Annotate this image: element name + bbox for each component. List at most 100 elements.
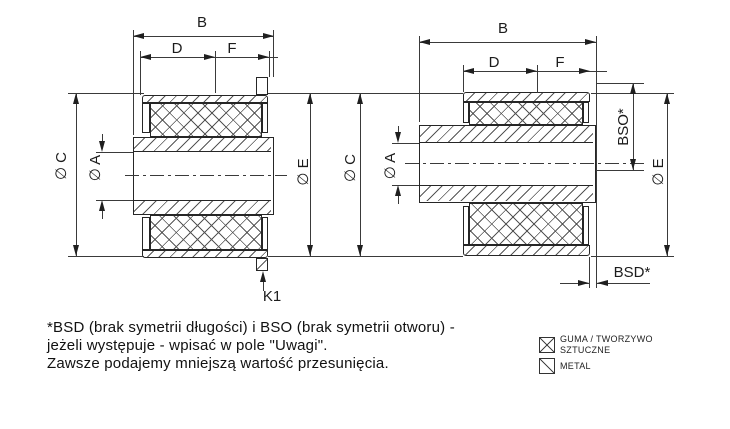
right-outer-sleeve-end-right-bottom bbox=[583, 206, 589, 245]
extension-line bbox=[96, 152, 133, 153]
arrowhead bbox=[307, 93, 313, 104]
extension-line bbox=[68, 256, 144, 257]
right-outer-sleeve-end-right-top bbox=[583, 102, 589, 123]
dim-label-b: B bbox=[497, 20, 508, 37]
extension-line bbox=[597, 83, 644, 84]
dim-line-dia-c bbox=[76, 93, 77, 256]
extension-line bbox=[589, 257, 590, 288]
extension-line bbox=[269, 51, 270, 77]
extension-line bbox=[140, 51, 141, 95]
arrowhead bbox=[133, 33, 144, 39]
dim-label-bsd: BSD* bbox=[613, 264, 651, 281]
extension-line bbox=[353, 256, 463, 257]
extension-line bbox=[215, 51, 216, 93]
extension-line bbox=[133, 30, 134, 135]
right-inner-sleeve-bottom-wall bbox=[420, 185, 593, 201]
dim-line-dia-a bbox=[102, 210, 103, 219]
arrowhead bbox=[419, 39, 430, 45]
arrowhead bbox=[463, 68, 474, 74]
arrowhead bbox=[140, 54, 151, 60]
dim-label-dia-e: ∅ E bbox=[650, 158, 667, 186]
dim-line-dia-a bbox=[398, 196, 399, 204]
left-rubber-bottom-section bbox=[150, 215, 262, 250]
arrowhead bbox=[99, 200, 105, 211]
left-outer-sleeve-top-section bbox=[142, 95, 268, 103]
dim-label-dia-a: ∅ A bbox=[382, 152, 399, 180]
left-bottom-tab-k1 bbox=[256, 258, 268, 271]
arrowhead bbox=[579, 68, 590, 74]
rubber-hatch-swatch bbox=[539, 337, 555, 353]
leader-line bbox=[263, 282, 264, 291]
left-inner-sleeve-bottom-wall bbox=[134, 200, 271, 214]
dim-line-dia-a bbox=[398, 126, 399, 133]
dim-label-dia-a: ∅ A bbox=[87, 154, 104, 182]
arrowhead bbox=[204, 54, 215, 60]
arrowhead bbox=[99, 141, 105, 152]
extension-line bbox=[392, 185, 419, 186]
extension-line bbox=[392, 143, 419, 144]
left-outer-sleeve-end-left-bottom bbox=[142, 217, 150, 250]
left-rubber-top-section bbox=[150, 103, 262, 137]
arrowhead bbox=[630, 83, 636, 94]
extension-line bbox=[273, 30, 274, 77]
dim-line-dia-a bbox=[102, 134, 103, 143]
extension-line bbox=[96, 200, 133, 201]
arrowhead bbox=[258, 54, 269, 60]
dim-label-dia-e: ∅ E bbox=[295, 158, 312, 186]
extension-line bbox=[591, 256, 674, 257]
left-inner-sleeve-top-wall bbox=[134, 138, 271, 152]
extension-line bbox=[419, 36, 420, 122]
dim-label-dia-c: ∅ C bbox=[342, 153, 359, 183]
dim-label-bso: BSO* bbox=[614, 108, 632, 146]
extension-line bbox=[597, 170, 644, 171]
dim-line-dia-e bbox=[667, 93, 668, 256]
right-inner-sleeve-top-wall bbox=[420, 126, 593, 143]
arrowhead bbox=[664, 93, 670, 104]
arrowhead bbox=[263, 33, 274, 39]
arrowhead bbox=[395, 132, 401, 143]
arrowhead bbox=[395, 185, 401, 196]
arrowhead bbox=[73, 93, 79, 104]
right-rubber-bottom-section bbox=[469, 203, 583, 245]
right-outer-sleeve-end-left-top bbox=[463, 102, 469, 123]
footnote-line-2: jeżeli występuje - wpisać w pole "Uwagi"… bbox=[47, 337, 328, 354]
right-center-line bbox=[405, 163, 645, 164]
arrowhead bbox=[260, 271, 266, 282]
left-outer-sleeve-end-left-top bbox=[142, 103, 150, 133]
arrowhead bbox=[664, 245, 670, 256]
tab-label-k1: K1 bbox=[262, 288, 282, 305]
dim-label-d: D bbox=[488, 54, 500, 71]
arrowhead bbox=[307, 245, 313, 256]
extension-line bbox=[463, 65, 464, 92]
left-outer-sleeve-end-right-top bbox=[262, 103, 268, 133]
arrowhead bbox=[357, 93, 363, 104]
metal-hatch-swatch bbox=[539, 358, 555, 374]
arrowhead bbox=[578, 280, 589, 286]
arrowhead bbox=[630, 159, 636, 170]
dim-line-dia-c bbox=[360, 93, 361, 256]
extension-line bbox=[596, 36, 597, 288]
arrowhead bbox=[357, 245, 363, 256]
footnote-text: *BSD (brak symetrii długości) i BSO (bra… bbox=[47, 319, 455, 373]
arrowhead bbox=[526, 68, 537, 74]
footnote-line-3: Zawsze podajemy mniejszą wartość przesun… bbox=[47, 355, 389, 372]
dim-line-b bbox=[133, 36, 274, 37]
right-outer-sleeve-top-section bbox=[463, 92, 590, 102]
left-outer-sleeve-end-right-bottom bbox=[262, 217, 268, 250]
dim-line-dia-e bbox=[310, 93, 311, 256]
dim-line-b bbox=[419, 42, 596, 43]
dim-label-f: F bbox=[227, 40, 237, 57]
dim-label-dia-c: ∅ C bbox=[53, 151, 70, 181]
dim-line-bso bbox=[633, 83, 634, 170]
legend-label-rubber: GUMA / TWORZYWO SZTUCZNE bbox=[560, 334, 653, 355]
dim-line-bsd bbox=[597, 283, 650, 284]
arrowhead bbox=[597, 280, 608, 286]
dim-label-b: B bbox=[196, 14, 207, 31]
dim-label-f: F bbox=[555, 54, 565, 71]
extension-line bbox=[353, 93, 463, 94]
dim-line-bsd bbox=[560, 283, 589, 284]
extension-line bbox=[68, 93, 144, 94]
footnote-line-1: *BSD (brak symetrii długości) i BSO (bra… bbox=[47, 319, 455, 336]
legend-label-metal: METAL bbox=[560, 361, 591, 371]
